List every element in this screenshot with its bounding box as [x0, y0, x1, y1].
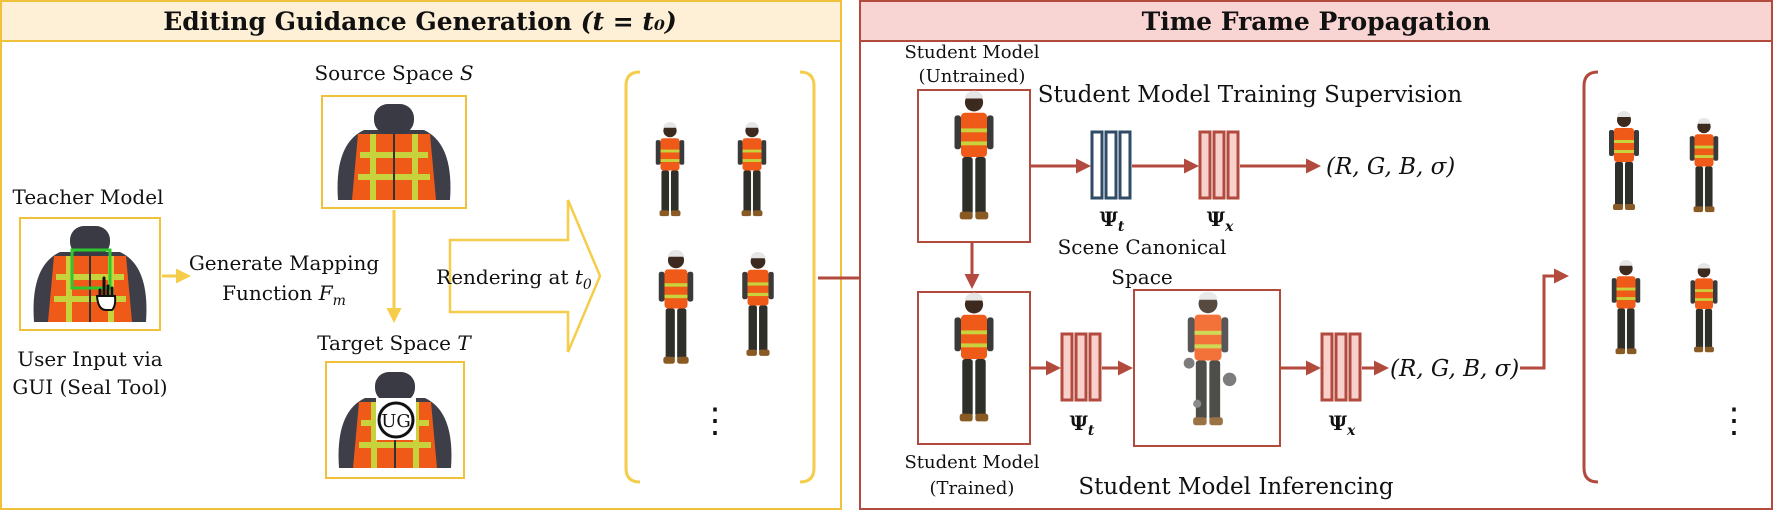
psi-t-label-top: Ψt: [1100, 207, 1125, 235]
psi-t-network-bottom: [1060, 332, 1102, 402]
svg-text:UG: UG: [381, 411, 411, 432]
right-bracket: [799, 70, 816, 484]
mapping-line2: Function Fm: [222, 281, 346, 309]
source-space-image: [321, 95, 467, 209]
right-panel-title: Time Frame Propagation: [1142, 7, 1491, 36]
ug-seal-icon: UG: [376, 398, 416, 440]
trained-line2: (Trained): [930, 478, 1015, 499]
student-untrained-box: [917, 89, 1031, 243]
output-bracket: [1582, 70, 1599, 484]
rendering-arrow: [448, 199, 602, 353]
right-panel: Time Frame Propagation Student Model (Un…: [859, 0, 1773, 510]
target-space-label: Target Space T: [317, 331, 472, 355]
output-top: (R, G, B, σ): [1326, 154, 1455, 180]
left-bracket: [624, 70, 641, 484]
teacher-model-image: [19, 217, 161, 331]
source-space-label: Source Space S: [314, 61, 473, 85]
teacher-model-label: Teacher Model: [13, 185, 164, 209]
inferencing-label: Student Model Inferencing: [1078, 474, 1393, 500]
hand-pointer-icon: [95, 276, 117, 311]
canonical-line1: Scene Canonical: [1058, 235, 1227, 259]
ellipsis-right: ⋮: [1717, 401, 1751, 441]
psi-t-label-bottom: Ψt: [1070, 411, 1095, 439]
output-bottom: (R, G, B, σ): [1390, 356, 1519, 382]
rendering-label: Rendering at t0: [436, 265, 592, 293]
right-panel-header: [859, 0, 1773, 42]
user-input-line2: GUI (Seal Tool): [12, 375, 167, 399]
left-panel-header: [0, 0, 842, 42]
psi-x-network-bottom: [1320, 332, 1362, 402]
arrow-to-output-frames: [1520, 268, 1569, 370]
left-panel-title: Editing Guidance Generation (t = t₀): [163, 7, 677, 36]
selection-box: [70, 248, 112, 290]
psi-x-label-top: Ψx: [1207, 207, 1234, 235]
mapping-line1: Generate Mapping: [189, 251, 380, 275]
psi-t-network-top: [1090, 130, 1132, 200]
canonical-space-box: [1133, 289, 1281, 447]
ellipsis-left: ⋮: [698, 401, 732, 441]
psi-x-label-bottom: Ψx: [1329, 411, 1356, 439]
student-trained-box: [917, 291, 1031, 445]
canonical-line2: Space: [1111, 265, 1172, 289]
untrained-line1: Student Model: [904, 42, 1039, 63]
psi-x-network-top: [1198, 130, 1240, 200]
target-space-image: UG: [325, 361, 465, 479]
trained-line1: Student Model: [904, 452, 1039, 473]
untrained-line2: (Untrained): [919, 66, 1026, 87]
left-panel: Editing Guidance Generation (t = t₀) Tea…: [0, 0, 842, 510]
user-input-line1: User Input via: [17, 347, 162, 371]
training-supervision-label: Student Model Training Supervision: [1038, 82, 1463, 108]
